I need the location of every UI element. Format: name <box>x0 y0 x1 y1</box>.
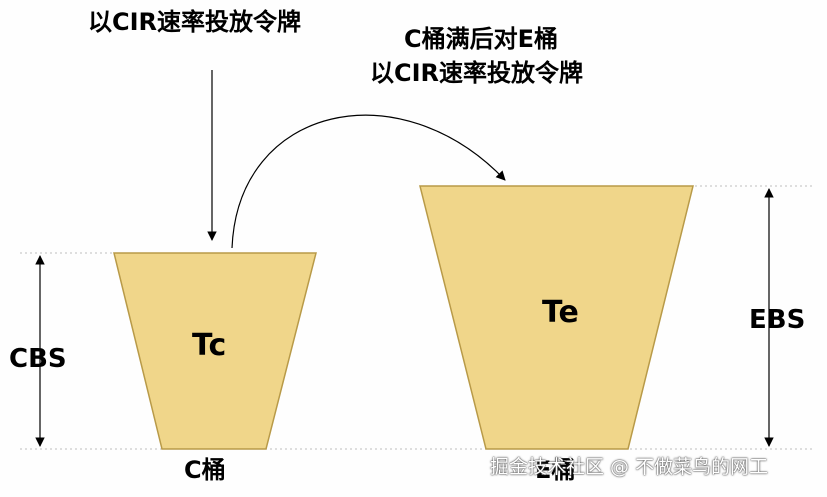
bucket-e <box>419 185 694 450</box>
label-overflow-line2: 以CIR速率投放令牌 <box>370 59 584 87</box>
bucket-c <box>113 252 317 450</box>
bucket-c-name: C桶 <box>184 456 226 484</box>
label-cir-to-c: 以CIR速率投放令牌 <box>88 8 302 36</box>
cbs-label: CBS <box>9 344 67 374</box>
label-overflow-line1: C桶满后对E桶 <box>404 25 559 53</box>
ebs-label: EBS <box>749 305 806 335</box>
bucket-e-token-label: Te <box>542 295 579 330</box>
bucket-c-token-label: Tc <box>192 328 227 363</box>
watermark: 掘金技术社区 @ 不做菜鸟的网工 <box>490 456 769 478</box>
overflow-curve-arrow <box>231 114 506 249</box>
bucket-e-name: E桶 <box>535 456 576 484</box>
